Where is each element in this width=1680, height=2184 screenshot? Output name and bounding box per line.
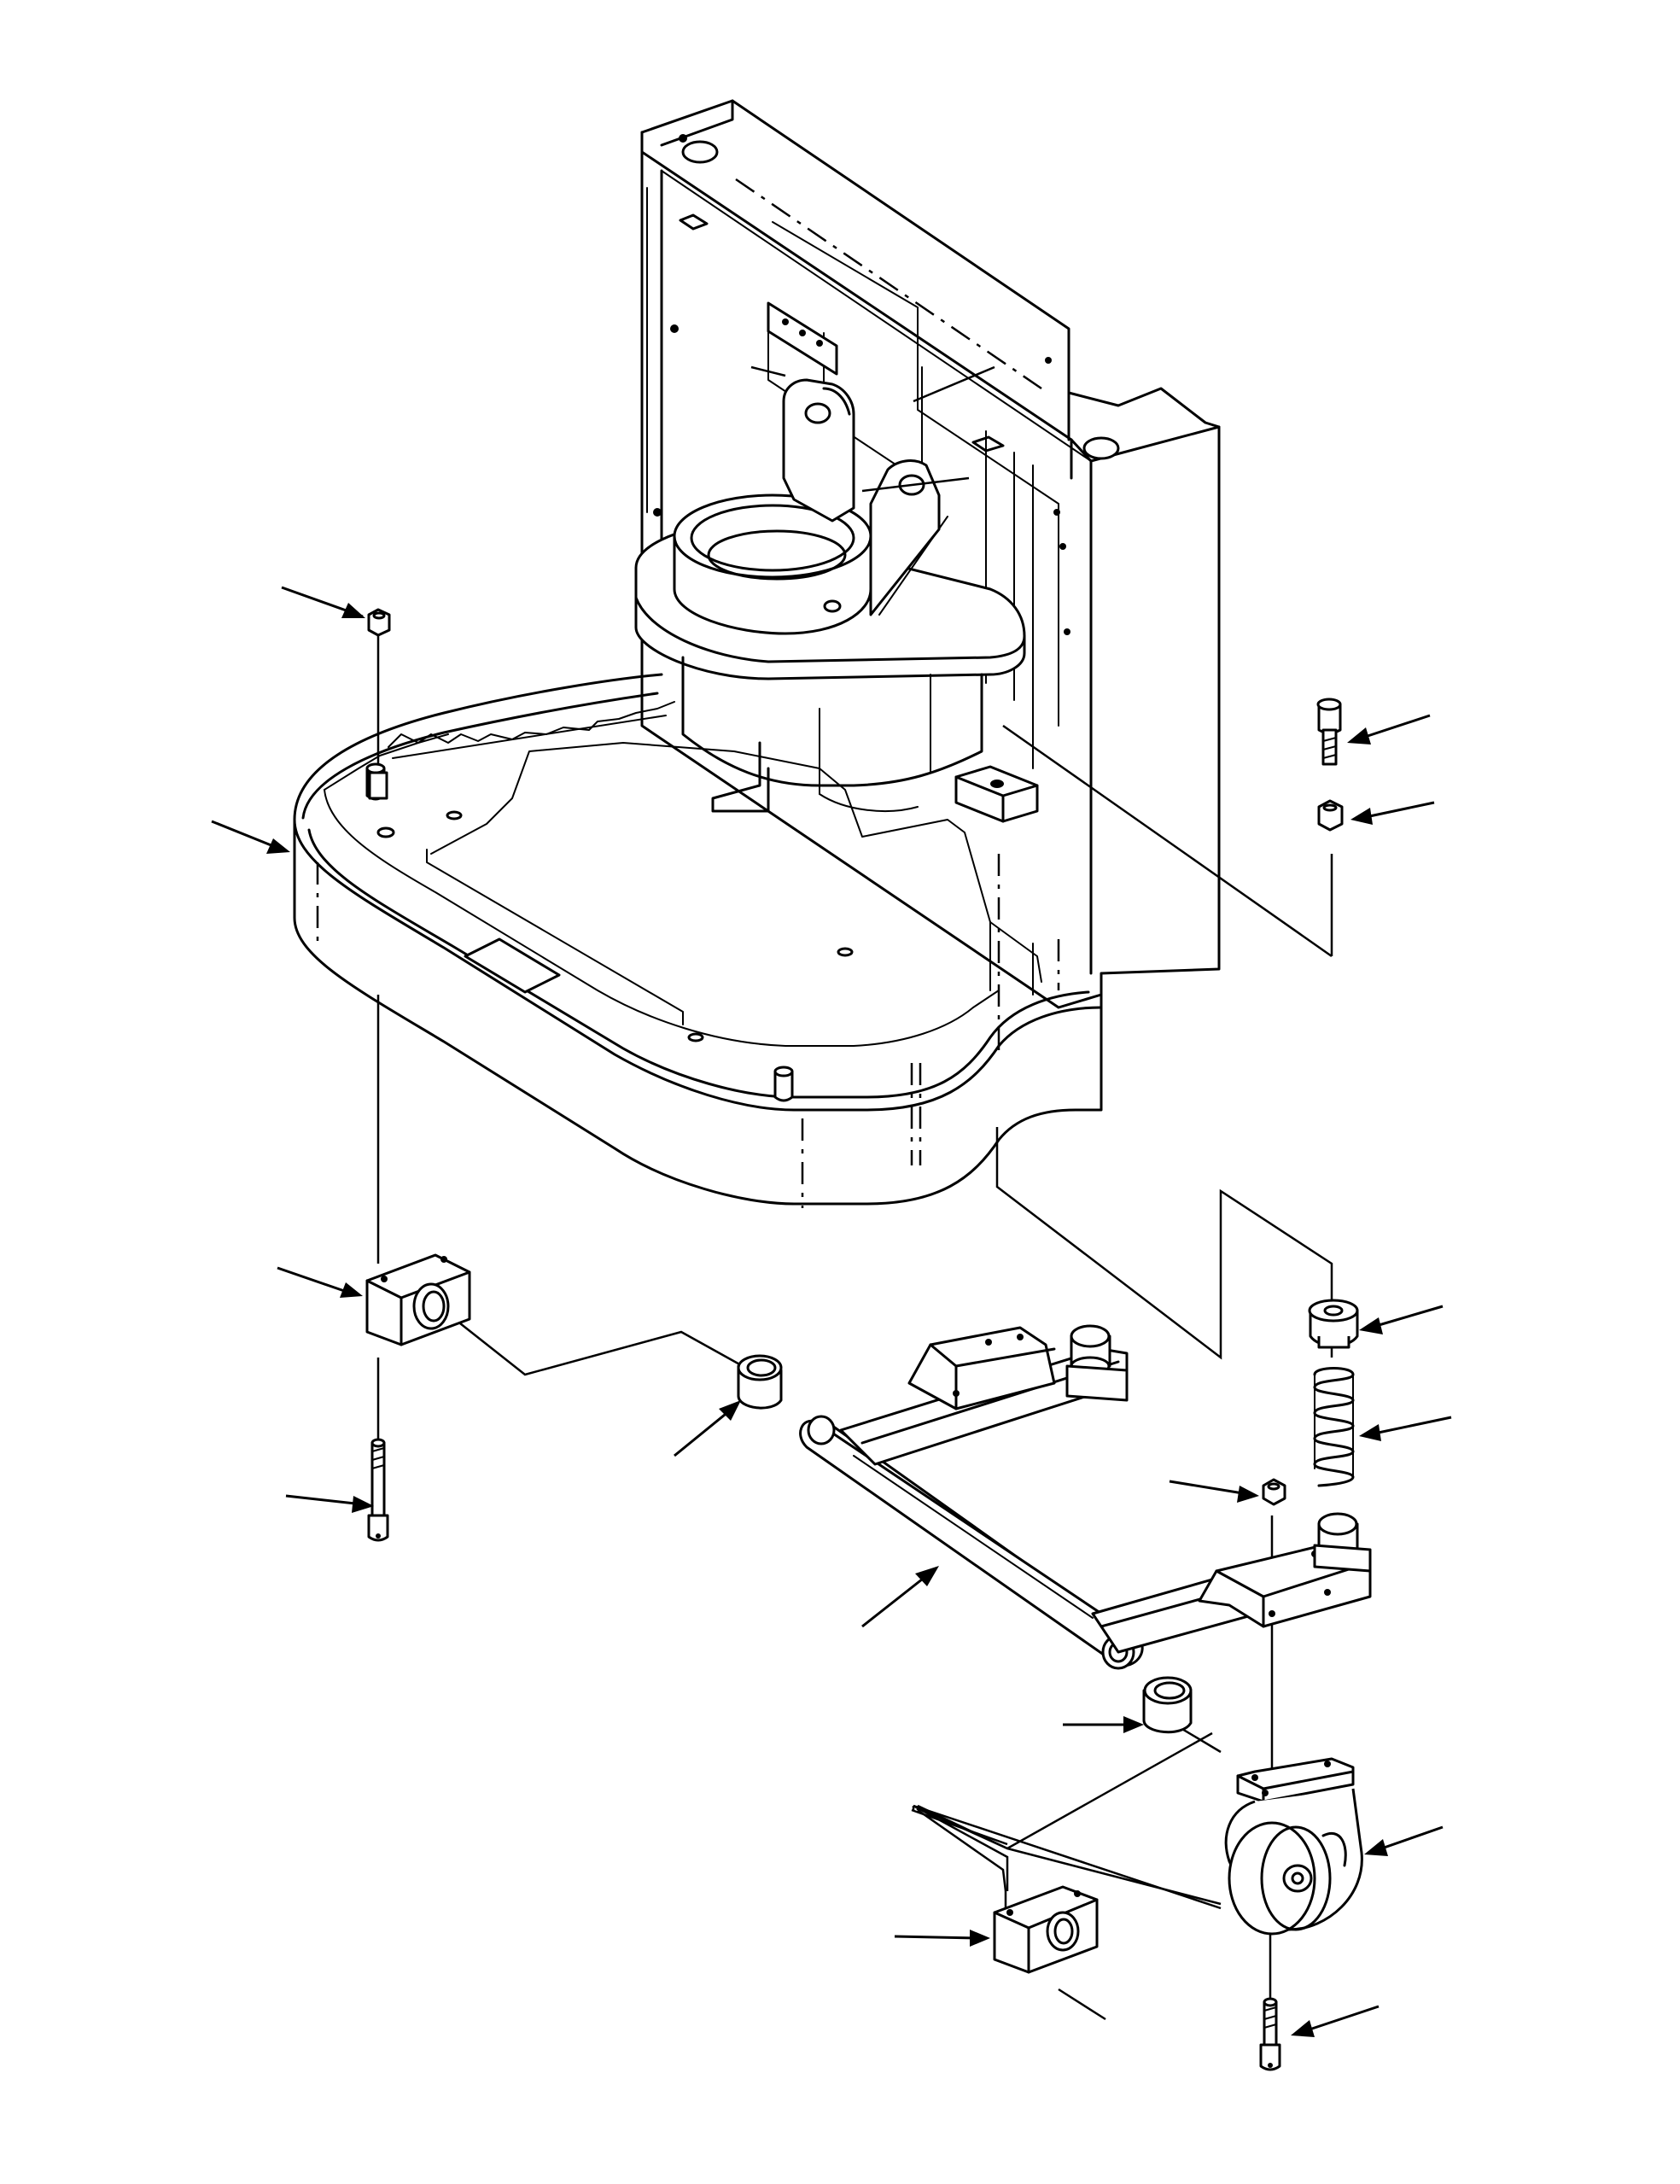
bushing-upper <box>737 1354 783 1410</box>
nut-middle <box>1262 1478 1286 1506</box>
callout-arrows <box>211 586 1452 2037</box>
pivot-block-lower <box>993 1885 1099 1974</box>
callout-arrow <box>1169 1480 1259 1503</box>
callout-arrow <box>1063 1716 1144 1733</box>
callout-arrow <box>1291 2005 1380 2037</box>
long-bolt <box>367 1438 389 1542</box>
callout-arrow <box>1359 1416 1452 1441</box>
callout-arrow <box>277 1266 363 1298</box>
callout-arrow <box>674 1400 741 1457</box>
callout-arrow <box>894 1930 990 1947</box>
bolt-bottom <box>1259 1997 1281 2071</box>
axle-assembly <box>799 1324 1372 1670</box>
nut-right <box>1317 799 1344 832</box>
cap-screw-right <box>1316 698 1342 766</box>
drive-housing <box>634 365 1333 958</box>
callout-arrow <box>211 820 290 854</box>
callout-arrow <box>281 586 365 618</box>
caster-wheel <box>1224 1757 1363 1936</box>
stud-chassis <box>368 771 388 800</box>
callout-arrow <box>1347 714 1431 745</box>
pivot-block-left <box>365 1253 471 1346</box>
nut-upper-left <box>367 608 391 637</box>
callout-arrow <box>1359 1305 1444 1334</box>
callout-arrow <box>1364 1825 1444 1856</box>
explode-leaders <box>376 636 1333 2021</box>
callout-arrow <box>861 1566 939 1628</box>
spring-cap <box>1308 1299 1359 1349</box>
mast-frame <box>640 99 1221 1009</box>
coil-spring <box>1313 1367 1355 1487</box>
callout-arrow <box>1350 801 1435 825</box>
bushing-lower <box>1142 1676 1193 1734</box>
callout-arrow <box>285 1494 374 1513</box>
